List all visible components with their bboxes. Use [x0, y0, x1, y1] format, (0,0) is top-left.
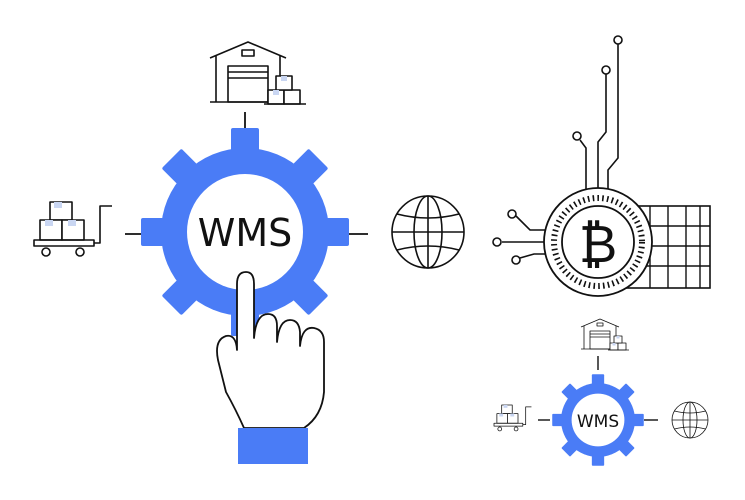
mini-gear-label: WMS [577, 412, 619, 432]
bitcoin-symbol: ₿ [579, 215, 618, 275]
mini-globe-icon [671, 401, 709, 439]
hand-icon [216, 271, 325, 464]
mini-warehouse-icon [580, 318, 630, 351]
mini-gear-icon [552, 374, 644, 466]
cart-icon [33, 201, 113, 257]
globe-icon [391, 195, 465, 269]
gear-label: WMS [198, 211, 292, 255]
gear-icon [141, 128, 349, 336]
bitcoin-icon [543, 187, 653, 297]
mini-cart-icon [493, 404, 532, 432]
warehouse-icon [209, 41, 307, 105]
